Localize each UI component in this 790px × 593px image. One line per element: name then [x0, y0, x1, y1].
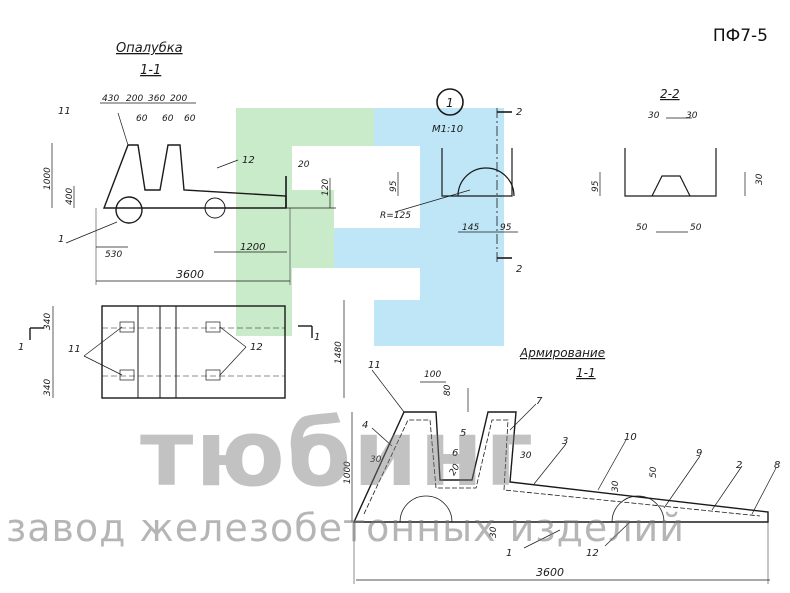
reinf-callout-6: 6	[452, 448, 458, 459]
reinf-callout-9: 9	[696, 448, 702, 459]
reinforcement-section	[351, 369, 777, 584]
callout-11-plan: 11	[68, 344, 81, 355]
dim-inner-1: 60	[136, 114, 148, 124]
plan-marker-left: 1	[18, 342, 24, 353]
reinf-callout-4: 4	[362, 420, 368, 431]
node-detail	[394, 88, 518, 262]
formwork-plan	[29, 300, 345, 399]
dim-top-1: 430	[102, 94, 119, 104]
sheet-code: ПФ7-5	[712, 26, 768, 46]
node-number: 1	[446, 96, 454, 110]
formwork-section-label: 1-1	[140, 63, 161, 78]
node-scale: М1:10	[432, 124, 463, 135]
reinf-callout-10: 10	[624, 432, 637, 443]
callout-11-section: 11	[58, 106, 71, 117]
watermark-tagline: завод железобетонных изделий	[6, 506, 685, 550]
dim-length: 3600	[176, 268, 204, 281]
dim-end-h: 120	[321, 179, 331, 196]
reinf-dim-length: 3600	[536, 566, 564, 579]
reinf-section-label: 1-1	[576, 366, 596, 380]
s22-dim-h: 95	[591, 180, 601, 192]
reinf-dim-bottom: 30	[489, 526, 499, 538]
reinf-callout-2: 2	[736, 460, 742, 471]
reinf-dim-h: 1000	[343, 461, 353, 484]
dim-top-4: 200	[170, 94, 187, 104]
section-2-2	[599, 117, 746, 233]
s22-title: 2-2	[660, 87, 680, 101]
s22-dim-w1: 30	[648, 111, 660, 121]
reinf-callout-11: 11	[368, 360, 381, 371]
reinf-callout-5: 5	[460, 428, 466, 439]
dim-tail: 1200	[240, 242, 265, 253]
formwork-section	[51, 102, 336, 285]
reinf-callout-7: 7	[536, 396, 543, 407]
callout-12-section: 12	[242, 155, 255, 166]
dim-plan-w1: 340	[43, 313, 53, 330]
reinf-dim-right: 50	[649, 466, 659, 478]
dim-r: 530	[105, 250, 122, 260]
dim-end-w: 20	[298, 160, 310, 170]
s22-dim-w2: 30	[686, 111, 698, 121]
dim-top-3: 360	[148, 94, 165, 104]
logo-watermark	[236, 108, 504, 346]
node-dim-h: 95	[389, 180, 399, 192]
s22-dim-right: 30	[755, 173, 765, 185]
s22-dim-b2: 50	[690, 223, 702, 233]
dim-inner-3: 60	[184, 114, 196, 124]
dim-top-2: 200	[126, 94, 143, 104]
dim-inner-2: 60	[162, 114, 174, 124]
formwork-title: Опалубка	[116, 41, 183, 56]
s22-dim-b1: 50	[636, 223, 648, 233]
plan-marker-right: 1	[314, 332, 320, 343]
node-radius: R=125	[380, 211, 411, 221]
callout-1-section: 1	[58, 234, 64, 245]
callout-12-plan: 12	[250, 342, 263, 353]
reinf-title: Армирование	[519, 346, 605, 360]
node-cut-top: 2	[516, 107, 522, 118]
node-dim-w2: 95	[500, 223, 512, 233]
reinf-callout-1: 1	[506, 548, 512, 559]
reinf-cover-2: 30	[520, 451, 532, 461]
reinf-callout-12: 12	[586, 548, 599, 559]
reinf-cover-1: 30	[370, 455, 382, 465]
dim-h-total: 1000	[43, 167, 53, 190]
reinf-dim-top: 100	[424, 370, 441, 380]
dim-h-low: 400	[65, 188, 75, 205]
dim-plan-w2: 340	[43, 379, 53, 396]
node-dim-w1: 145	[462, 223, 479, 233]
watermark-brand: тюбинг	[140, 400, 536, 507]
node-cut-bottom: 2	[516, 264, 522, 275]
reinf-cover-3: 30	[611, 480, 621, 492]
reinf-callout-8: 8	[774, 460, 780, 471]
reinf-callout-3: 3	[562, 436, 568, 447]
dim-plan-total: 1480	[334, 341, 344, 364]
reinf-dim-side: 80	[443, 384, 453, 396]
